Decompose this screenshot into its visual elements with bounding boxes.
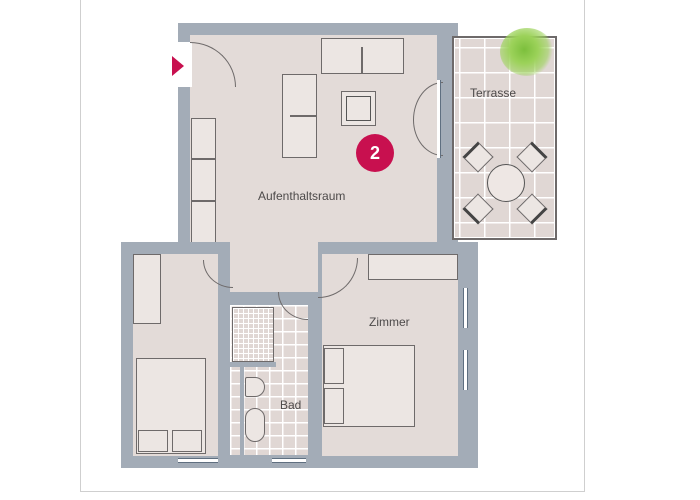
wardrobe-right	[368, 254, 458, 280]
terrace-door-frame	[437, 80, 441, 158]
hallway-floor	[230, 240, 318, 292]
room-label-terrace: Terrasse	[470, 86, 517, 100]
window-bathroom	[272, 458, 306, 463]
room-label-bath: Bad	[280, 398, 302, 412]
window-bedroom-left	[178, 458, 218, 463]
sofa	[321, 38, 404, 74]
pillow-right-1	[324, 348, 344, 384]
sideboard-divider-2	[191, 200, 216, 202]
shower	[232, 307, 274, 362]
sideboard-divider-1	[191, 158, 216, 160]
wardrobe-left	[133, 254, 161, 324]
unit-number-badge: 2	[356, 134, 394, 172]
pillow-left-2	[172, 430, 202, 452]
toilet-icon	[245, 377, 265, 397]
coffee-table-top	[346, 96, 371, 121]
bathroom-partition	[230, 362, 276, 367]
sideboard	[191, 118, 216, 243]
bathtub-icon	[245, 408, 265, 442]
entrance-arrow-icon	[172, 56, 184, 76]
room-label-living: Aufenthaltsraum	[258, 189, 346, 203]
bathroom-inner-wall	[240, 367, 244, 455]
pillow-right-2	[324, 388, 344, 424]
pillow-left-1	[138, 430, 168, 452]
terrace-table	[487, 164, 525, 202]
window-room-upper	[463, 288, 468, 328]
plant-icon	[500, 28, 554, 76]
armchair-divider	[290, 115, 316, 117]
sofa-divider	[361, 47, 363, 73]
room-label-room: Zimmer	[369, 315, 410, 329]
window-room-lower	[463, 350, 468, 390]
